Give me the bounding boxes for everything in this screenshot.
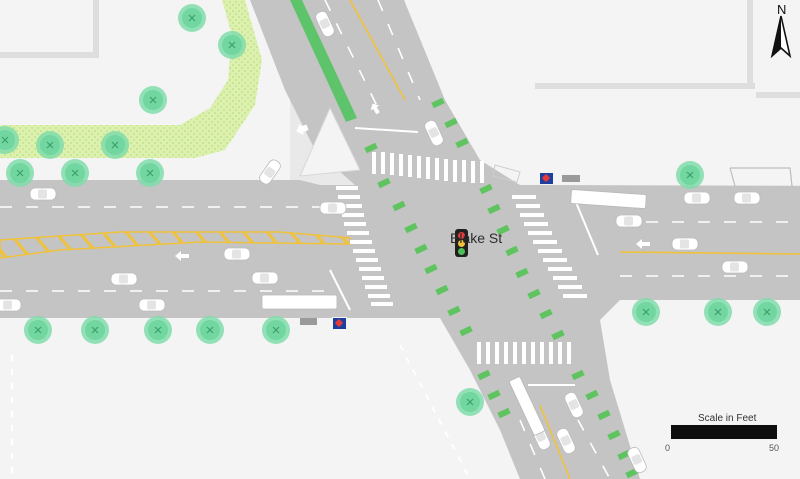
scale-title: Scale in Feet: [698, 413, 757, 424]
tree-icon: [675, 160, 705, 190]
car-icon: [223, 247, 251, 261]
car-icon: [671, 237, 699, 251]
tree-icon: [60, 158, 90, 188]
tree-icon: [261, 315, 291, 345]
utility-box: [300, 318, 317, 325]
tree-icon: [5, 158, 35, 188]
car-icon: [733, 191, 761, 205]
tree-icon: [703, 297, 733, 327]
lot-lines: [0, 0, 800, 98]
north-arrow-icon: [770, 15, 792, 58]
north-centerline: [349, 0, 406, 101]
tree-icon: [631, 297, 661, 327]
car-icon: [29, 187, 57, 201]
traffic-signal-icon: [455, 229, 468, 257]
tree-icon: [100, 130, 130, 160]
car-icon: [251, 271, 279, 285]
scale-max-label: 50: [769, 443, 780, 453]
bus-icon: [261, 294, 338, 310]
car-icon: [0, 298, 22, 312]
crosswalks: [336, 152, 587, 364]
bus-shelter: [729, 167, 793, 187]
south-centerline: [539, 404, 571, 479]
tree-icon: [217, 30, 247, 60]
bus-stop-sign-icon: [539, 172, 554, 185]
channel-island: [299, 106, 361, 177]
tree-icon: [80, 315, 110, 345]
street-name-label: Blake St: [450, 230, 503, 246]
turn-arrows: [175, 103, 650, 411]
crosswalk-east: [512, 195, 587, 298]
scale-min-label: 0: [665, 443, 671, 453]
bike-lane: [290, 0, 357, 122]
tree-icon: [23, 315, 53, 345]
utility-box: [562, 175, 580, 182]
car-icon: [683, 191, 711, 205]
tree-icon: [138, 85, 168, 115]
tree-icon: [455, 387, 485, 417]
planting-strip: [0, 0, 262, 158]
tree-icon: [752, 297, 782, 327]
crosswalk-west: [336, 186, 393, 306]
crosswalk-south: [477, 342, 571, 364]
car-icon: [615, 214, 643, 228]
bus-shelter: [492, 164, 521, 183]
tree-icon: [177, 3, 207, 33]
centerline: [619, 251, 800, 255]
sidewalk-edge: [399, 344, 471, 479]
tree-icon: [195, 315, 225, 345]
bus-stop-sign-icon: [332, 317, 347, 330]
tree-icon: [35, 130, 65, 160]
tree-icon: [135, 158, 165, 188]
car-icon: [721, 260, 749, 274]
bus-icon: [570, 189, 647, 209]
car-icon: [110, 272, 138, 286]
stop-bars: [329, 127, 599, 386]
bike-crossing-markings: [364, 97, 639, 479]
north-label: N: [777, 2, 787, 17]
crosswalk-north: [372, 152, 484, 183]
car-icon: [138, 298, 166, 312]
tree-icon: [143, 315, 173, 345]
car-icon: [319, 201, 347, 215]
scale-bar: [671, 425, 777, 439]
